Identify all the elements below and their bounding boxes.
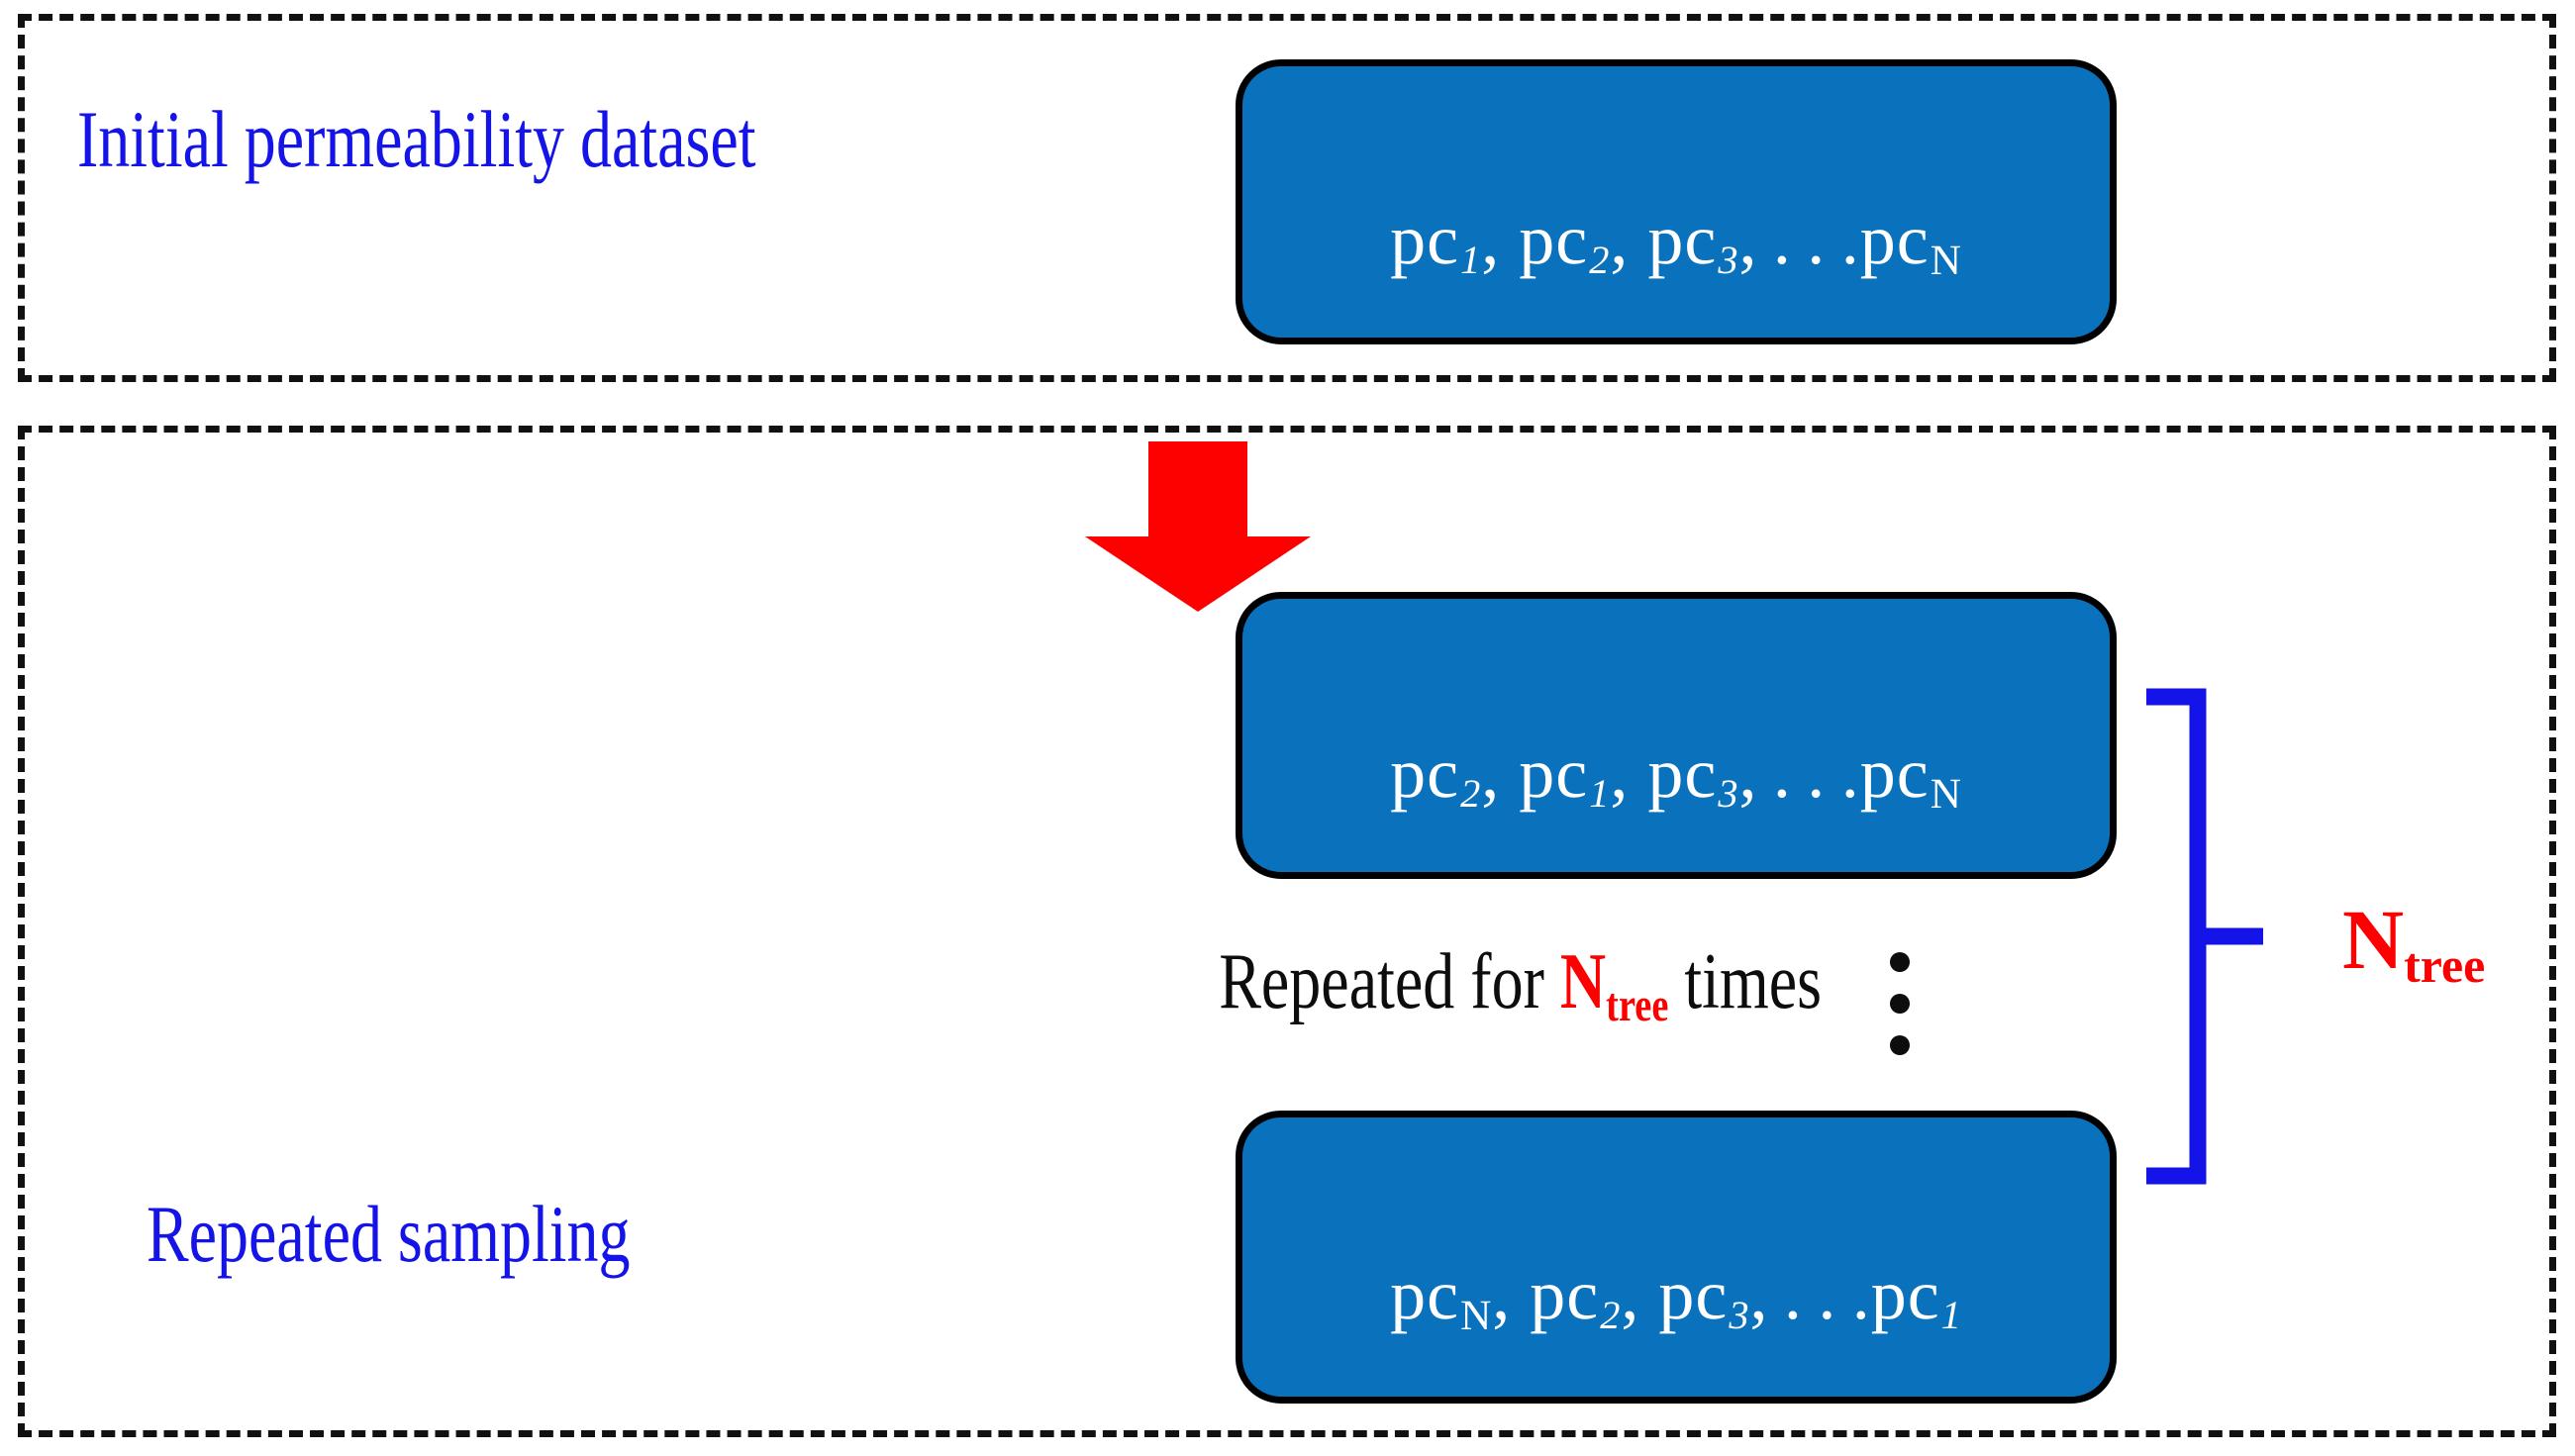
pc-subscript: 2 bbox=[1460, 771, 1482, 817]
ntree-subscript: tree bbox=[1606, 978, 1669, 1031]
pc-term: pc1 bbox=[1870, 1255, 1962, 1338]
pc-list-sample-first: pc2, pc1, pc3, . . .pcN bbox=[1390, 737, 1962, 816]
pc-separator: , bbox=[1481, 733, 1520, 813]
pc-list-sample-last: pcN, pc2, pc3, . . .pc1 bbox=[1390, 1259, 1962, 1337]
pc-separator: , bbox=[1610, 733, 1648, 813]
pc-term: pc3 bbox=[1658, 1255, 1750, 1338]
caption-repeated-for-ntree-times: Repeated for Ntree times bbox=[653, 942, 1822, 1028]
pc-separator: , . . . bbox=[1749, 1255, 1871, 1334]
ntree-symbol: Ntree bbox=[1559, 938, 1668, 1028]
brace-label-subscript: tree bbox=[2404, 937, 2486, 993]
pc-list-initial: pc1, pc2, pc3, . . .pcN bbox=[1390, 204, 1962, 282]
pc-subscript: 2 bbox=[1589, 238, 1611, 283]
pc-separator: , bbox=[1621, 1255, 1659, 1334]
pc-subscript: 2 bbox=[1600, 1293, 1622, 1338]
pc-separator: , . . . bbox=[1738, 733, 1860, 813]
pc-subscript: 1 bbox=[1589, 771, 1611, 817]
ellipsis-dot bbox=[1890, 1035, 1910, 1055]
pc-separator: , bbox=[1610, 200, 1648, 279]
pc-term: pc3 bbox=[1647, 200, 1739, 283]
ellipsis-dot bbox=[1890, 952, 1910, 972]
box-initial-dataset: pc1, pc2, pc3, . . .pcN bbox=[1236, 59, 2117, 344]
caption-prefix: Repeated for bbox=[1219, 938, 1560, 1025]
box-sample-last: pcN, pc2, pc3, . . .pc1 bbox=[1236, 1111, 2117, 1404]
pc-term: pcN bbox=[1859, 733, 1962, 819]
pc-subscript: 3 bbox=[1718, 771, 1739, 817]
pc-term: pc2 bbox=[1530, 1255, 1622, 1338]
ellipsis-dot bbox=[1890, 994, 1910, 1014]
panel-repeated-sampling bbox=[18, 426, 2556, 1437]
pc-subscript: 1 bbox=[1460, 238, 1482, 283]
ntree-base: N bbox=[1559, 938, 1607, 1025]
pc-subscript: 1 bbox=[1940, 1293, 1962, 1338]
pc-subscript: N bbox=[1930, 238, 1962, 285]
pc-separator: , bbox=[1481, 200, 1520, 279]
panel-initial-dataset bbox=[18, 14, 2556, 382]
pc-term: pc3 bbox=[1647, 733, 1739, 817]
caption-suffix: times bbox=[1668, 938, 1822, 1025]
box-sample-first: pc2, pc1, pc3, . . .pcN bbox=[1236, 592, 2117, 879]
label-initial-permeability-dataset: Initial permeability dataset bbox=[77, 94, 756, 184]
brace-label-ntree: Ntree bbox=[2342, 897, 2485, 990]
pc-term: pc1 bbox=[1519, 733, 1611, 817]
pc-term: pc2 bbox=[1390, 733, 1482, 817]
label-repeated-sampling: Repeated sampling bbox=[147, 1189, 631, 1279]
pc-subscript: N bbox=[1930, 771, 1962, 819]
red-down-arrow-icon bbox=[1085, 441, 1311, 612]
pc-term: pc1 bbox=[1390, 200, 1482, 283]
pc-term: pc2 bbox=[1519, 200, 1611, 283]
brace-label-base: N bbox=[2342, 892, 2405, 987]
pc-term: pcN bbox=[1859, 200, 1962, 285]
blue-right-brace-icon bbox=[2146, 688, 2263, 1185]
pc-subscript: N bbox=[1460, 1293, 1493, 1340]
vertical-ellipsis-icon bbox=[1879, 952, 1921, 1055]
pc-separator: , bbox=[1492, 1255, 1531, 1334]
pc-subscript: 3 bbox=[1718, 238, 1739, 283]
pc-subscript: 3 bbox=[1729, 1293, 1750, 1338]
pc-term: pcN bbox=[1390, 1255, 1493, 1340]
pc-separator: , . . . bbox=[1738, 200, 1860, 279]
